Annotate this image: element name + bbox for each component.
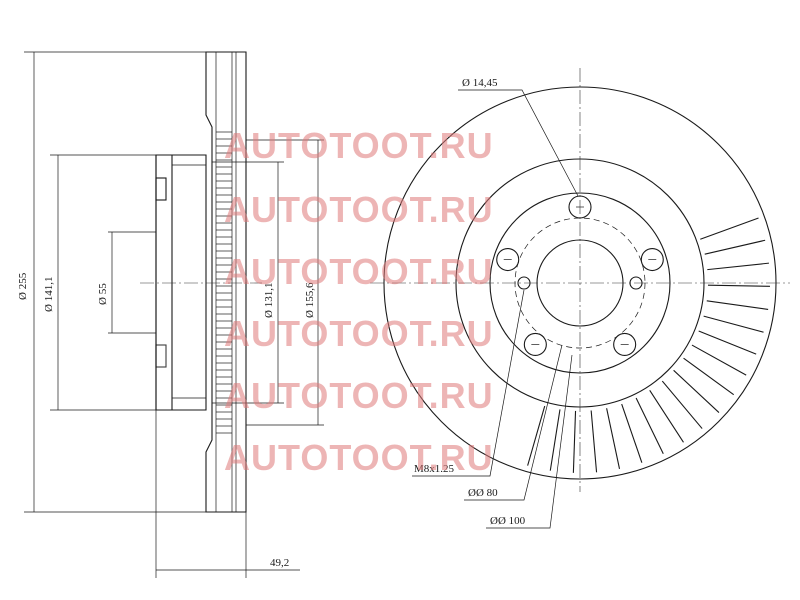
bolt-hole xyxy=(496,247,520,272)
bolt-hole xyxy=(613,332,637,357)
leader-bolt-hole xyxy=(458,89,579,197)
watermark-2: AUTOTOOT.RU xyxy=(224,189,494,230)
dim-inner-vent: Ø 131,1 xyxy=(212,161,284,404)
vent-fin xyxy=(707,262,770,271)
vent-fin xyxy=(698,330,757,355)
dim-overall-height: 49,2 xyxy=(155,410,300,578)
watermark-1: AUTOTOOT.RU xyxy=(224,125,494,166)
dim-outer-diameter: Ø 255 xyxy=(17,51,206,513)
watermark-4: AUTOTOOT.RU xyxy=(224,313,494,354)
vent-fin xyxy=(673,369,720,413)
vent-fin xyxy=(707,284,770,287)
bolt-holes xyxy=(496,195,664,357)
vent-fin xyxy=(549,409,561,471)
vent-fin xyxy=(683,357,735,396)
vent-fin xyxy=(700,217,759,240)
vent-fin xyxy=(661,380,703,429)
vent-fin xyxy=(703,315,764,333)
leader-thread xyxy=(412,289,525,477)
bolt-hole xyxy=(640,247,664,272)
dim-inner-rim: Ø 155,6 xyxy=(246,139,324,426)
vent-channels xyxy=(215,52,237,512)
dim-hat-diameter-label: Ø 141,1 xyxy=(43,277,55,312)
front-view: Ø 14,45 M8x1.25 ØØ 80 ØØ 100 xyxy=(370,68,790,529)
leader-bolt-circle xyxy=(464,344,563,501)
vent-fin xyxy=(572,410,577,473)
vent-fin xyxy=(527,405,546,466)
hat-notch-bottom xyxy=(155,344,167,368)
vent-fin xyxy=(621,403,643,463)
watermark-3: AUTOTOOT.RU xyxy=(224,251,494,292)
vent-fin xyxy=(704,239,766,255)
vent-fin xyxy=(691,344,747,376)
vent-fin xyxy=(706,300,769,310)
vent-cutaway xyxy=(527,217,770,473)
dim-overall-height-label: 49,2 xyxy=(270,557,289,569)
leader-hub-circle xyxy=(486,354,573,529)
dim-outer-diameter-label: Ø 255 xyxy=(17,272,29,300)
bolt-hole xyxy=(523,332,547,357)
dim-inner-rim-label: Ø 155,6 xyxy=(304,282,316,318)
vent-fin xyxy=(635,397,664,455)
hat-notch-top xyxy=(155,177,167,201)
bolt-hole-label: Ø 14,45 xyxy=(462,77,498,89)
vent-fin xyxy=(590,410,598,473)
section-view: Ø 255 Ø 141,1 Ø 55 Ø 131,1 Ø 155 xyxy=(17,51,324,578)
dim-inner-vent-label: Ø 131,1 xyxy=(263,283,275,318)
hat-section xyxy=(155,154,207,411)
vent-fin xyxy=(649,390,684,443)
watermarks: AUTOTOOT.RU AUTOTOOT.RU AUTOTOOT.RU AUTO… xyxy=(224,125,494,478)
bolt-circle-label: ØØ 80 xyxy=(468,487,498,499)
watermark-5: AUTOTOOT.RU xyxy=(224,375,494,416)
dim-center-bore-label: Ø 55 xyxy=(97,283,109,305)
hat-wall-hatch xyxy=(155,154,173,411)
vent-fins xyxy=(216,131,232,434)
disc-section-outer xyxy=(205,51,247,513)
dim-hat-diameter: Ø 141,1 xyxy=(43,154,156,411)
dim-center-bore: Ø 55 xyxy=(97,231,156,334)
watermark-6: AUTOTOOT.RU xyxy=(224,437,494,478)
thread-label: M8x1.25 xyxy=(414,463,455,475)
hub-circle-label: ØØ 100 xyxy=(490,515,526,527)
vent-fin xyxy=(606,408,621,469)
